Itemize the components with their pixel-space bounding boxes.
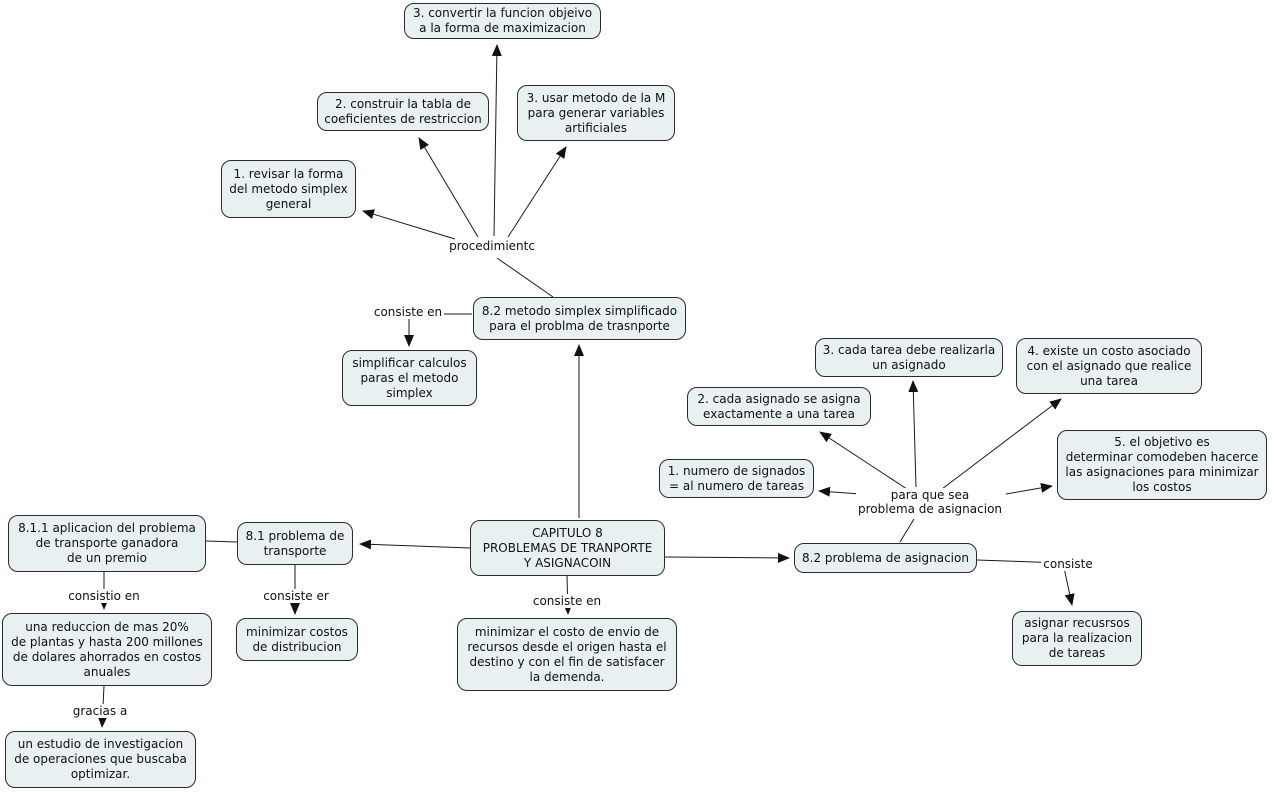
- link-label-consiste-en-capitulo[interactable]: consiste en: [530, 594, 604, 608]
- edge-capitulo-transporte: [359, 539, 471, 550]
- edge-procedimiento-construir: [418, 137, 479, 238]
- concept-node-usar-metodo-m[interactable]: 3. usar metodo de la M para generar vari…: [517, 85, 675, 141]
- concept-node-aplicacion-premio[interactable]: 8.1.1 aplicacion del problema de transpo…: [8, 515, 206, 572]
- edge-procedimiento-convertir: [491, 44, 502, 237]
- edge-capitulo-asignacion: [664, 552, 790, 563]
- link-label-para-que-sea[interactable]: para que sea problema de asignacion: [855, 488, 1005, 516]
- concept-node-problema-asignacion[interactable]: 8.2 problema de asignacion: [794, 543, 977, 573]
- edge-procedimiento-usarm: [507, 146, 567, 238]
- link-label-procedimiento[interactable]: procedimientc: [449, 239, 535, 253]
- concept-node-construir-tabla[interactable]: 2. construir la tabla de coeficientes de…: [317, 92, 489, 131]
- concept-node-estudio-io[interactable]: un estudio de investigacion de operacion…: [5, 731, 196, 788]
- edge-procedimiento-revisar: [362, 209, 456, 240]
- concept-node-costo-asociado[interactable]: 4. existe un costo asociado con el asign…: [1016, 338, 1202, 394]
- edge-paraquesea-objetivo: [1005, 482, 1053, 495]
- edge-paraquesea-tarea: [908, 380, 919, 488]
- edge-asignacion-paraquesea: [899, 518, 915, 543]
- concept-node-tarea-asignado[interactable]: 3. cada tarea debe realizarla un asignad…: [815, 338, 1003, 377]
- concept-node-minimizar-costo-envio[interactable]: minimizar el costo de envio de recursos …: [457, 618, 677, 691]
- concept-node-asignar-recursos[interactable]: asignar recusrsos para la realizacion de…: [1012, 611, 1142, 666]
- concept-node-problema-transporte[interactable]: 8.1 problema de transporte: [237, 522, 353, 565]
- link-label-consistio-en[interactable]: consistio en: [66, 589, 142, 603]
- edge-aplicacion-transporte: [205, 540, 238, 543]
- concept-node-asignado-exacto[interactable]: 2. cada asignado se asigna exactamente a…: [687, 387, 871, 426]
- link-label-consiste-en-simplex[interactable]: consiste en: [371, 305, 445, 319]
- concept-node-metodo-simplex[interactable]: 8.2 metodo simplex simplificado para el …: [473, 297, 686, 340]
- concept-node-objetivo-minimizar[interactable]: 5. el objetivo es determinar comodeben h…: [1057, 430, 1267, 500]
- concept-node-minimizar-costos-distribucion[interactable]: minimizar costos de distribucion: [236, 618, 358, 661]
- concept-node-convertir-funcion[interactable]: 3. convertir la funcion objeivo a la for…: [404, 3, 601, 39]
- concept-node-capitulo-8[interactable]: CAPITULO 8 PROBLEMAS DE TRANPORTE Y ASIG…: [470, 520, 665, 576]
- edge-paraquesea-asignado: [819, 431, 914, 494]
- link-label-consiste-er[interactable]: consiste er: [261, 589, 331, 603]
- concept-node-simplificar-calculos[interactable]: simplificar calculos paras el metodo sim…: [342, 350, 477, 406]
- edge-procedimiento-simplex: [496, 257, 554, 298]
- concept-node-reduccion-plantas[interactable]: una reduccion de mas 20% de plantas y ha…: [2, 613, 212, 686]
- link-label-gracias-a[interactable]: gracias a: [70, 704, 130, 718]
- concept-node-numero-asignados[interactable]: 1. numero de signados = al numero de tar…: [659, 459, 814, 498]
- edge-paraquesea-costo: [941, 398, 1062, 490]
- concept-node-revisar-forma[interactable]: 1. revisar la forma del metodo simplex g…: [221, 160, 356, 218]
- link-label-consiste[interactable]: consiste: [1041, 557, 1095, 571]
